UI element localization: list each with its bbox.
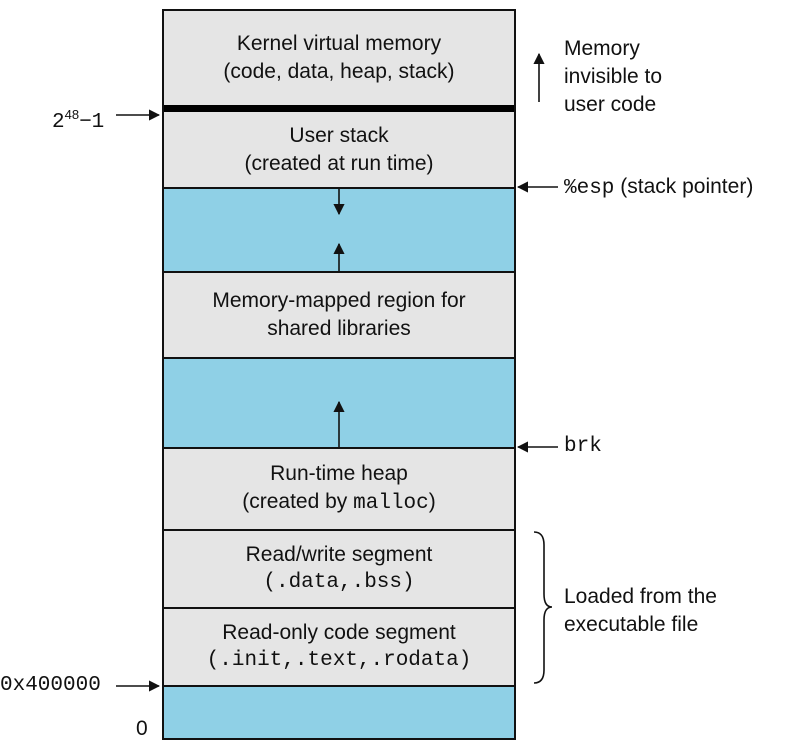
brk-label: brk: [564, 435, 602, 458]
loaded-from-executable-note: Loaded from the executable file: [564, 585, 717, 636]
divider: [163, 271, 515, 273]
kernel-segment-subtitle: (code, data, heap, stack): [223, 60, 455, 83]
free-region-bottom: [163, 686, 515, 739]
heap-subtitle: (created by malloc): [242, 490, 436, 515]
ro-title: Read-only code segment: [222, 621, 456, 644]
heap-title: Run-time heap: [270, 462, 408, 485]
kernel-virtual-memory-segment: Kernel virtual memory (code, data, heap,…: [163, 10, 515, 106]
zero-address-label: 0: [136, 717, 148, 740]
user-stack-title: User stack: [289, 124, 389, 147]
read-write-segment: Read/write segment (.data,.bss): [163, 530, 515, 608]
divider: [163, 187, 515, 189]
memory-mapped-region-segment: Memory-mapped region for shared librarie…: [163, 272, 515, 358]
malloc-code: malloc: [353, 492, 429, 515]
kernel-note: Memory invisible to user code: [564, 37, 663, 116]
ro-subtitle: (.init,.text,.rodata): [206, 649, 472, 672]
loaded-brace: [533, 531, 553, 684]
esp-label: %esp (stack pointer): [564, 175, 754, 200]
mmap-title: Memory-mapped region for: [212, 289, 466, 312]
kernel-user-boundary: [163, 105, 515, 112]
top-address-label: 248−1: [52, 107, 105, 134]
divider: [163, 607, 515, 609]
rw-subtitle: (.data,.bss): [263, 571, 415, 594]
divider: [163, 447, 515, 449]
user-stack-segment: User stack (created at run time): [163, 112, 515, 188]
rw-title: Read/write segment: [245, 543, 433, 566]
kernel-segment-title: Kernel virtual memory: [236, 32, 442, 55]
text-start-address-label: 0x400000: [0, 674, 101, 697]
divider: [163, 529, 515, 531]
address-space-outline: [162, 9, 516, 740]
user-stack-subtitle: (created at run time): [244, 152, 434, 175]
divider: [163, 685, 515, 687]
divider: [163, 357, 515, 359]
read-only-code-segment: Read-only code segment (.init,.text,.rod…: [163, 608, 515, 686]
run-time-heap-segment: Run-time heap (created by malloc): [163, 448, 515, 530]
mmap-subtitle: shared libraries: [267, 317, 411, 340]
